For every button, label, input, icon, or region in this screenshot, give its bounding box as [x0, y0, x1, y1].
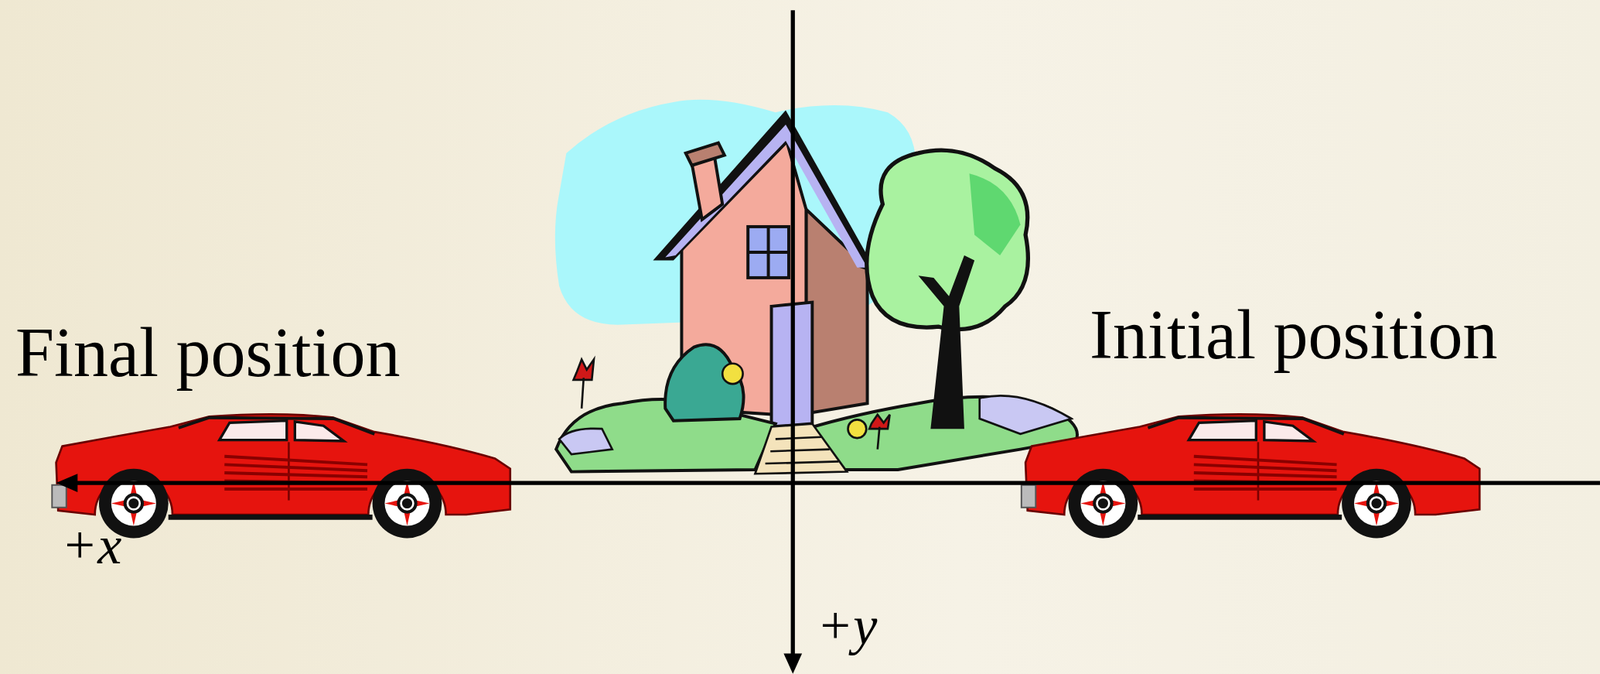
window — [747, 226, 789, 278]
x-axis — [71, 480, 1600, 485]
house-clipart — [555, 99, 1078, 475]
y-axis — [791, 10, 795, 659]
flower — [848, 419, 867, 438]
flower — [869, 414, 890, 450]
steps-lines — [765, 436, 840, 464]
tree-shade — [969, 173, 1021, 256]
flower — [722, 363, 743, 384]
axis-label: +x — [61, 518, 122, 573]
x-axis-arrowhead — [56, 473, 79, 492]
window-frame — [747, 226, 789, 278]
position-label: Initial position — [1089, 300, 1498, 370]
flower — [573, 358, 594, 408]
car-initial — [1021, 413, 1480, 538]
y-axis-arrowhead — [783, 652, 802, 673]
axis-label: +y — [816, 598, 877, 653]
path-steps — [754, 423, 847, 475]
tree-trunk — [918, 255, 976, 429]
position-label: Final position — [15, 317, 401, 388]
chimney-top — [685, 143, 725, 166]
bush — [665, 344, 744, 420]
